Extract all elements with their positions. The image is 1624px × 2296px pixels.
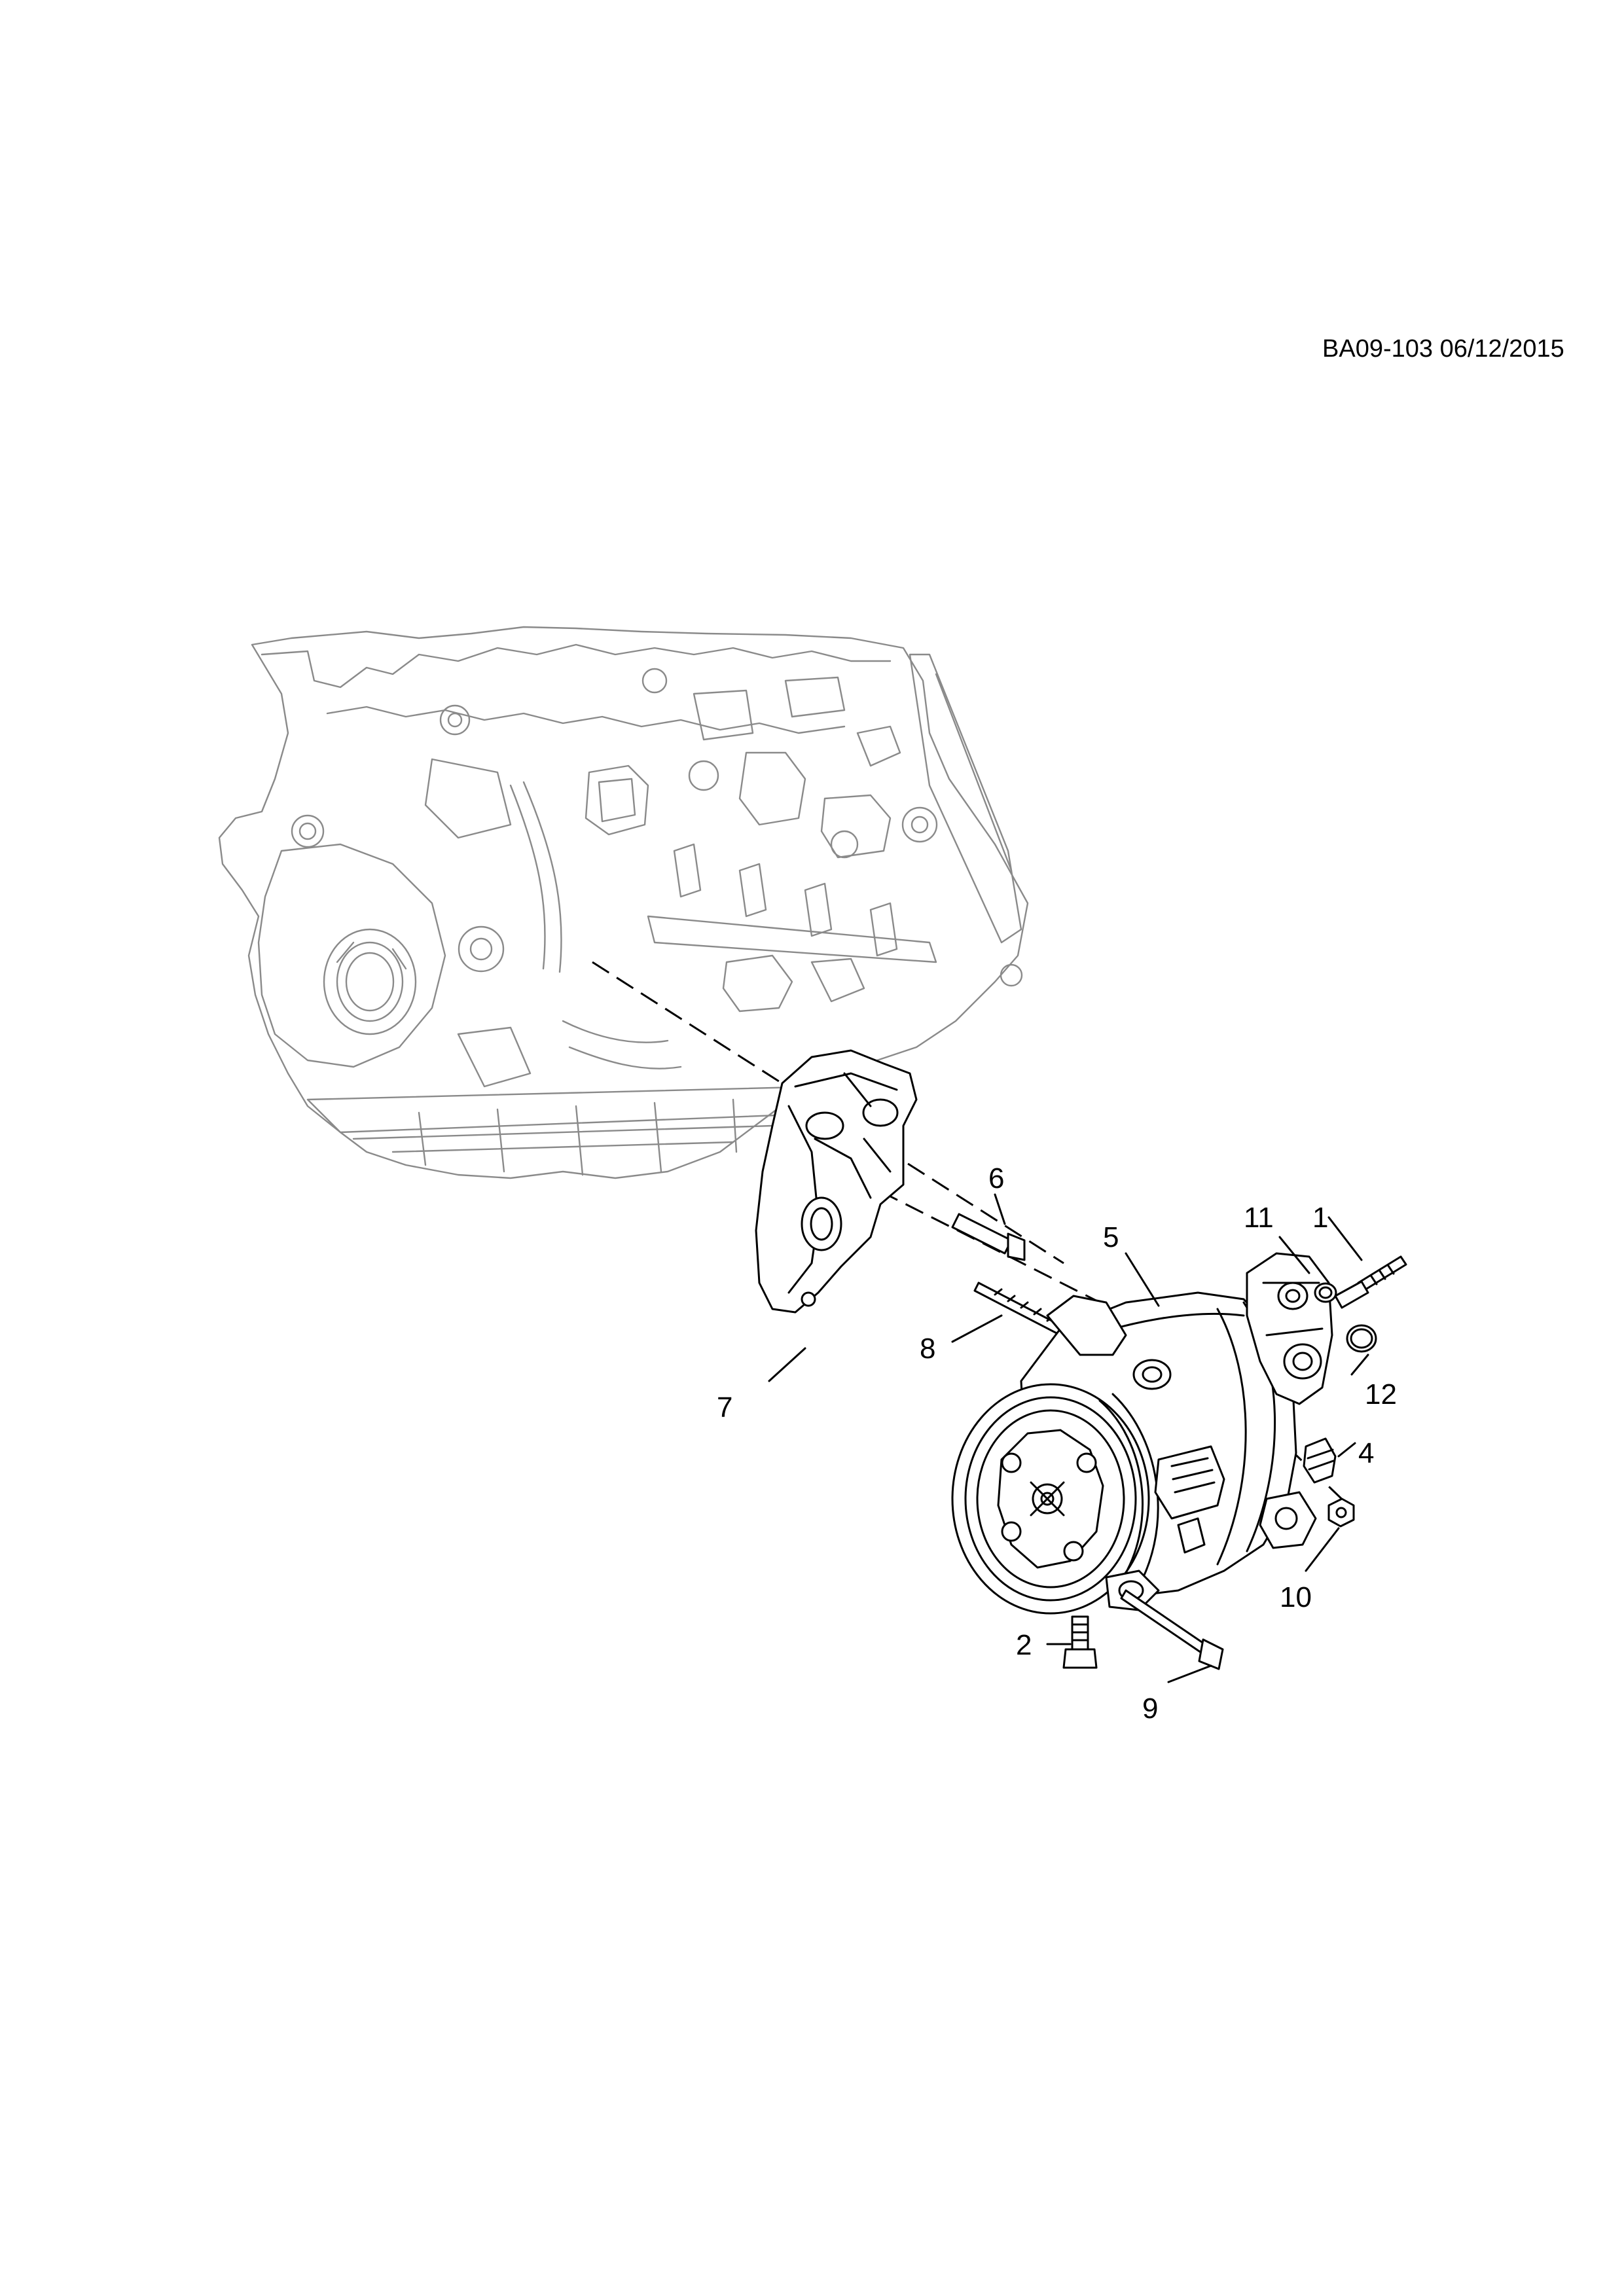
part-1-stud [1334, 1255, 1407, 1309]
callout-7: 7 [717, 1391, 732, 1424]
callout-8: 8 [920, 1333, 935, 1365]
part-12-o-ring [1346, 1324, 1377, 1353]
callout-4: 4 [1358, 1437, 1374, 1469]
part-8-stud [973, 1282, 1068, 1338]
callout-labels: 6 8 7 5 11 1 12 4 10 2 9 [717, 1162, 1397, 1725]
callout-11: 11 [1244, 1202, 1274, 1234]
part-2-bolt [1062, 1615, 1098, 1669]
callout-2: 2 [1016, 1629, 1032, 1661]
part-10-nut [1327, 1498, 1355, 1528]
part-11-o-ring [1314, 1282, 1337, 1303]
callout-12: 12 [1365, 1378, 1397, 1410]
callout-5: 5 [1103, 1221, 1119, 1253]
part-6-bolt [951, 1213, 1026, 1261]
part-7-mounting-bracket [755, 1049, 918, 1314]
leader-lines [768, 1193, 1369, 1683]
part-9-long-bolt [1120, 1589, 1224, 1670]
engine-block [218, 626, 1029, 1179]
part-5-ac-compressor [951, 1291, 1317, 1615]
callout-10: 10 [1280, 1581, 1312, 1613]
document-id-label: BA09-103 06/12/2015 [1322, 335, 1564, 363]
callout-9: 9 [1142, 1693, 1158, 1725]
callout-1: 1 [1312, 1202, 1328, 1234]
callout-6: 6 [988, 1162, 1004, 1194]
rear-manifold-plate [1246, 1252, 1333, 1405]
part-4-fitting [1303, 1437, 1337, 1484]
